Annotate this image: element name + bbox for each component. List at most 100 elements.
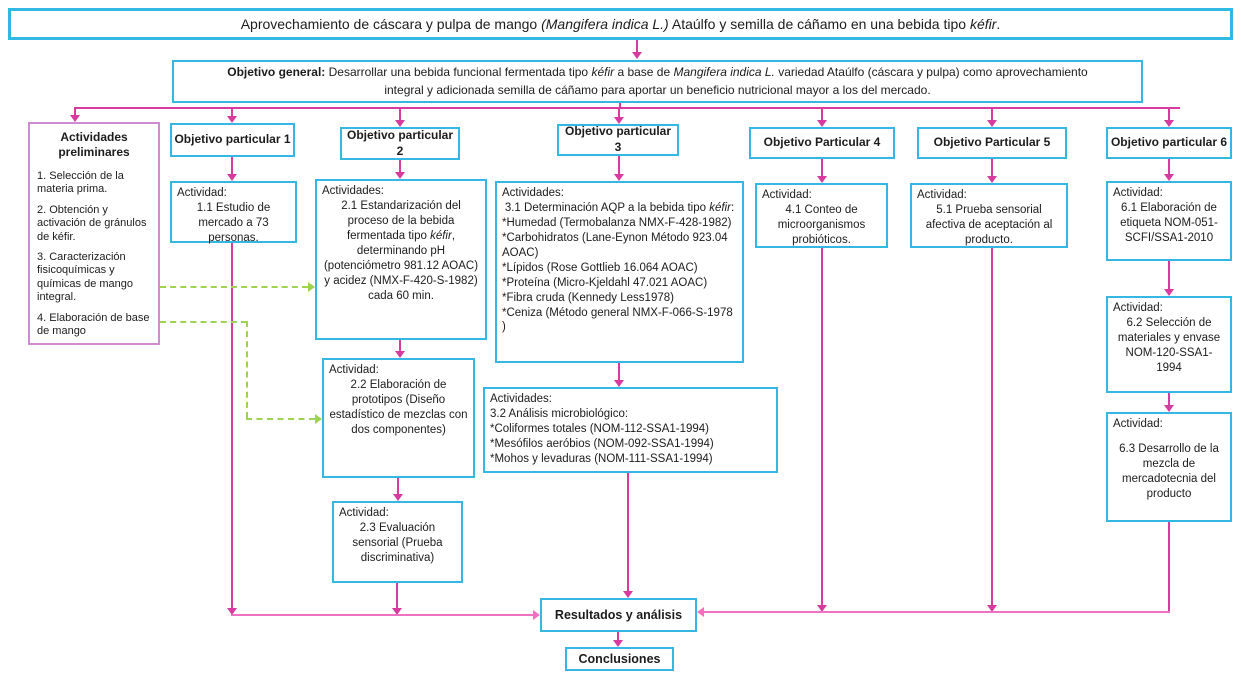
text-segment: , determinando pH (potenciómetro 981.12 … (323, 229, 479, 302)
bottom-rail-right (704, 611, 1170, 613)
header-1-label: Objetivo particular 1 (174, 132, 291, 147)
activity-3-2-box: Actividades: 3.2 Análisis microbiológico… (483, 387, 778, 473)
conclusiones-box: Conclusiones (565, 647, 674, 671)
activity-2-1-label: Actividades: (322, 185, 385, 197)
activity-3-2-list: *Coliformes totales (NOM-112-SSA1-1994) *… (490, 422, 771, 467)
activity-4-1-text: 4.1 Conteo de microorganismos probiótico… (777, 203, 866, 246)
drop-a32-to-resultados (627, 473, 629, 591)
activity-2-3-label: Actividad: (339, 507, 389, 519)
list-item: *Mesófilos aeróbios (NOM-092-SSA1-1994) (490, 437, 714, 450)
connector-objetivo-to-rail (619, 103, 621, 108)
arrowhead-a61-a62 (1164, 289, 1174, 296)
activity-6-3-label: Actividad: (1113, 418, 1163, 430)
list-item: *Coliformes totales (NOM-112-SSA1-1994) (490, 422, 710, 435)
arrowhead-h2-a21 (395, 172, 405, 179)
list-item: *Mohos y levaduras (NOM-111-SSA1-1994) (490, 452, 713, 465)
text-segment: variedad Ataúlfo (cáscara y pulpa) como … (384, 65, 1088, 97)
activity-6-3-text: 6.3 Desarrollo de la mezcla de mercadote… (1119, 442, 1219, 500)
green-arrowhead-a22 (315, 414, 322, 424)
connector-title-to-objetivo (636, 40, 638, 52)
header-objetivo-particular-4: Objetivo Particular 4 (749, 127, 895, 159)
resultados-label: Resultados y análisis (554, 608, 683, 622)
text-segment: Aprovechamiento de cáscara y pulpa de ma… (240, 16, 542, 32)
arrowhead-h3-a31 (614, 174, 624, 181)
arrowhead-preliminares (70, 115, 80, 122)
activity-3-2-label: Actividades: (490, 393, 553, 405)
arrowhead-objetivo-3 (614, 117, 624, 124)
header-6-label: Objetivo particular 6 (1110, 135, 1228, 150)
green-dashed-to-a22 (246, 418, 315, 420)
title-text: Aprovechamiento de cáscara y pulpa de ma… (241, 16, 1001, 32)
connector-h3-a31 (618, 156, 620, 174)
arrowhead-col5-rail (987, 605, 997, 612)
drop-a23-to-rail (396, 583, 398, 608)
activity-1-1-label: Actividad: (177, 187, 227, 199)
preliminares-list: 1. Selección de la materia prima.2. Obte… (37, 170, 151, 338)
connector-resultados-conclusiones (617, 632, 619, 640)
drop-col6-to-rail (1168, 522, 1170, 612)
text-segment: : (730, 201, 735, 214)
arrowhead-rail-left-resultados (533, 610, 540, 620)
activity-2-2-text: 2.2 Elaboración de prototipos (Diseño es… (329, 378, 468, 436)
activity-5-1-text: 5.1 Prueba sensorial afectiva de aceptac… (925, 203, 1053, 246)
activity-6-1-label: Actividad: (1113, 187, 1163, 199)
arrowhead-a62-a63 (1164, 405, 1174, 412)
list-item: *Ceniza (Método general NMX-F-066-S-1978… (502, 306, 733, 334)
green-dashed-preliminares-v (246, 321, 248, 418)
activity-2-1-text: 2.1 Estandarización del proceso de la be… (322, 199, 480, 304)
objetivo-general-box: Objetivo general: Desarrollar una bebida… (172, 60, 1143, 103)
activity-4-1-label: Actividad: (762, 189, 812, 201)
text-segment: Ataúlfo y semilla de cáñamo en una bebid… (668, 16, 970, 32)
text-segment: (Mangifera indica L.) (541, 16, 669, 32)
text-segment: kéfir (709, 201, 731, 214)
connector-h4-a41 (821, 159, 823, 176)
header-objetivo-particular-2: Objetivo particular 2 (340, 127, 460, 160)
preliminares-title: Actividades preliminares (58, 130, 130, 159)
drop-preliminares (74, 107, 76, 115)
drop-objetivo-6 (1168, 107, 1170, 120)
activity-5-1-label: Actividad: (917, 189, 967, 201)
connector-a22-a23 (397, 478, 399, 494)
activity-6-2-box: Actividad: 6.2 Selección de materiales y… (1106, 296, 1232, 393)
arrowhead-rail-right-resultados (697, 607, 704, 617)
activity-2-1-box: Actividades: 2.1 Estandarización del pro… (315, 179, 487, 340)
activity-6-3-box: Actividad: 6.3 Desarrollo de la mezcla d… (1106, 412, 1232, 522)
bottom-rail-left (231, 614, 533, 616)
green-arrowhead-a21 (308, 282, 315, 292)
activity-3-1-box: Actividades: 3.1 Determinación AQP a la … (495, 181, 744, 363)
activity-2-2-box: Actividad: 2.2 Elaboración de prototipos… (322, 358, 475, 478)
text-segment: . (996, 16, 1001, 32)
arrowhead-a22-a23 (393, 494, 403, 501)
list-item: *Proteína (Micro-Kjeldahl 47.021 AOAC) (502, 276, 708, 289)
activity-1-1-text: 1.1 Estudio de mercado a 73 personas. (196, 201, 271, 244)
activity-6-1-box: Actividad: 6.1 Elaboración de etiqueta N… (1106, 181, 1232, 261)
arrowhead-h6-a61 (1164, 174, 1174, 181)
activity-2-2-label: Actividad: (329, 364, 379, 376)
list-item: 1. Selección de la materia prima. (37, 170, 124, 196)
objetivo-general-text: Objetivo general: Desarrollar una bebida… (220, 64, 1095, 99)
header-objetivo-particular-1: Objetivo particular 1 (170, 123, 295, 157)
activity-5-1-box: Actividad: 5.1 Prueba sensorial afectiva… (910, 183, 1068, 248)
arrowhead-a31-a32 (614, 380, 624, 387)
arrowhead-objetivo-4 (817, 120, 827, 127)
drop-objetivo-2 (399, 107, 401, 120)
arrowhead-a21-a22 (395, 351, 405, 358)
drop-objetivo-1 (231, 107, 233, 116)
connector-a61-a62 (1168, 261, 1170, 289)
arrowhead-objetivo-6 (1164, 120, 1174, 127)
activity-6-2-label: Actividad: (1113, 302, 1163, 314)
drop-objetivo-4 (821, 107, 823, 120)
connector-h5-a51 (991, 159, 993, 176)
arrowhead-h4-a41 (817, 176, 827, 183)
activity-3-1-intro: 3.1 Determinación AQP a la bebida tipo k… (502, 201, 737, 216)
arrowhead-resultados-conclusiones (613, 640, 623, 647)
activity-3-1-label: Actividades: (502, 187, 565, 199)
arrowhead-title-to-objetivo (632, 52, 642, 59)
green-dashed-preliminares-to-a21 (160, 286, 308, 288)
text-segment: 2.1 Estandarización del proceso de la be… (341, 199, 461, 242)
header-5-label: Objetivo Particular 5 (933, 135, 1051, 150)
header-2-label: Objetivo particular 2 (346, 127, 454, 158)
arrowhead-a32-resultados (623, 591, 633, 598)
list-item: 3. Caracterización fisicoquímicas y quím… (37, 251, 133, 304)
text-segment: kéfir (969, 16, 997, 32)
